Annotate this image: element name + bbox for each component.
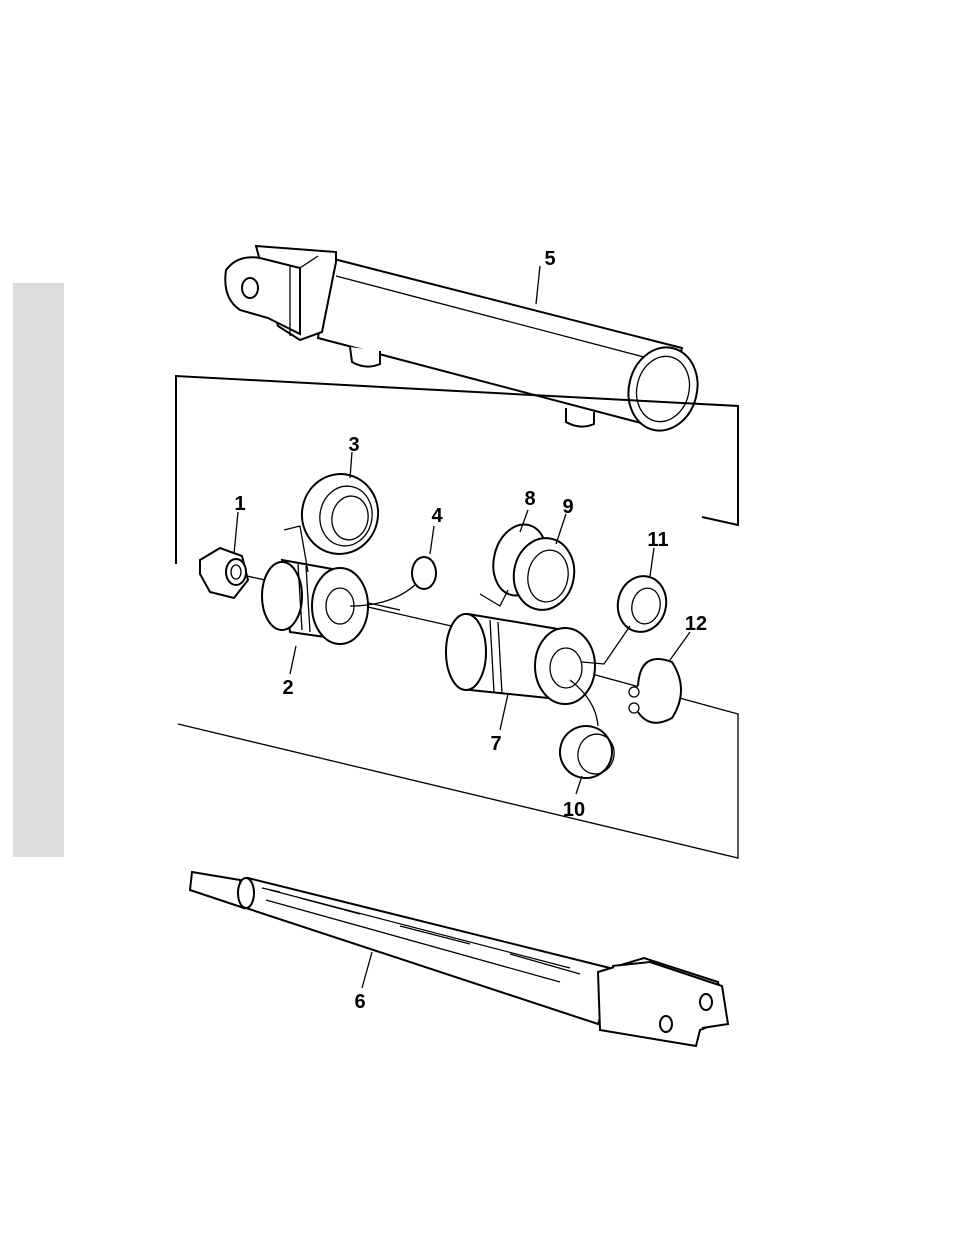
leader-12 xyxy=(670,632,690,660)
rod-bush xyxy=(555,721,618,783)
callout-5: 5 xyxy=(544,248,555,270)
callout-7: 7 xyxy=(490,733,501,755)
circlip xyxy=(638,659,681,723)
piston xyxy=(262,560,368,644)
piston-seal xyxy=(296,468,385,560)
callout-12: 12 xyxy=(685,613,707,635)
callout-11: 11 xyxy=(647,529,668,551)
callout-1: 1 xyxy=(234,493,245,515)
callout-8: 8 xyxy=(524,488,535,510)
leader-9 xyxy=(556,514,566,544)
leader-11-label xyxy=(650,548,654,576)
cylinder-barrel xyxy=(225,246,706,438)
callout-6: 6 xyxy=(354,991,365,1013)
callout-3: 3 xyxy=(348,434,359,456)
leader-4-label xyxy=(430,526,434,554)
callout-4: 4 xyxy=(431,505,443,527)
callout-2: 2 xyxy=(282,677,293,699)
callout-9: 9 xyxy=(562,496,573,518)
leader-7 xyxy=(500,694,508,730)
hex-nut xyxy=(200,548,248,598)
leader-10-label xyxy=(576,776,582,794)
callout-10: 10 xyxy=(563,799,585,821)
gland xyxy=(446,614,595,704)
leader-6 xyxy=(362,952,372,988)
wiper-seal xyxy=(613,572,672,637)
leader-5 xyxy=(536,266,540,304)
piston-rod xyxy=(190,872,728,1046)
leader-1 xyxy=(234,512,238,554)
leader-2 xyxy=(290,646,296,674)
